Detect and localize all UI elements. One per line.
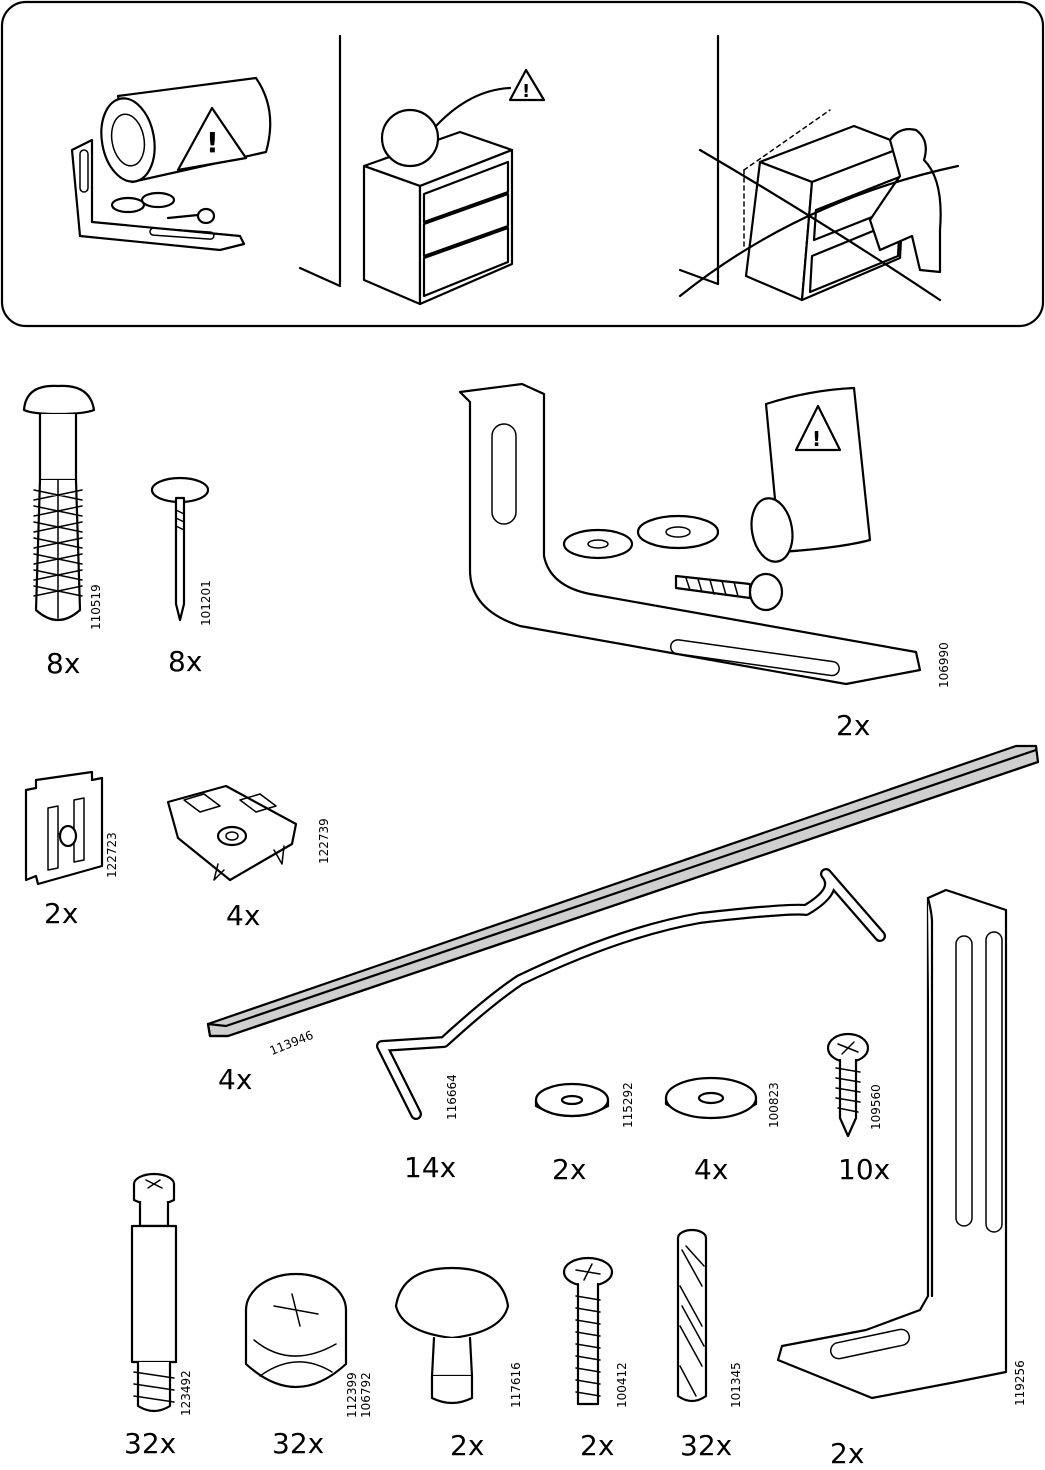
part-code: 101345 — [730, 1362, 742, 1408]
part-123492: 123492 32x — [110, 1166, 220, 1466]
part-code: 106990 — [938, 642, 950, 688]
part-quantity: 2x — [830, 1440, 864, 1468]
part-101201: 101201 8x — [140, 470, 240, 670]
part-quantity: 32x — [272, 1430, 324, 1458]
part-code: 117616 — [510, 1362, 522, 1408]
part-quantity: 4x — [218, 1066, 252, 1094]
part-quantity: 2x — [44, 900, 78, 928]
part-quantity: 8x — [168, 648, 202, 676]
part-quantity: 2x — [552, 1156, 586, 1184]
part-117616: 117616 2x — [392, 1262, 532, 1466]
warning-panel: ! ! — [0, 0, 1045, 330]
svg-text:!: ! — [206, 126, 219, 159]
part-quantity: 2x — [836, 712, 870, 740]
part-code: 119256 — [1014, 1360, 1026, 1406]
part-quantity: 32x — [680, 1432, 732, 1460]
part-119256: 119256 2x — [772, 886, 1042, 1466]
part-112399: 112399 106792 32x — [240, 1260, 380, 1466]
part-quantity: 2x — [450, 1432, 484, 1460]
svg-text:!: ! — [812, 427, 821, 451]
part-101345: 101345 32x — [660, 1226, 760, 1466]
part-106990: ! 106990 2x — [450, 380, 970, 750]
part-code: 115292 — [622, 1082, 634, 1128]
part-code: 112399 — [346, 1372, 358, 1418]
part-code-2: 106792 — [360, 1372, 372, 1418]
part-quantity: 32x — [124, 1430, 176, 1458]
part-100412: 100412 2x — [560, 1252, 650, 1466]
part-quantity: 14x — [404, 1154, 456, 1182]
part-code: 101201 — [200, 580, 212, 626]
part-code: 110519 — [90, 584, 102, 630]
part-code: 100412 — [616, 1362, 628, 1408]
part-code: 123492 — [180, 1370, 192, 1416]
part-110519: 110519 8x — [14, 380, 114, 670]
part-quantity: 8x — [46, 650, 80, 678]
part-115292: 115292 2x — [528, 1070, 648, 1190]
anchored-dresser-illustration: ! — [364, 70, 544, 304]
part-quantity: 4x — [694, 1156, 728, 1184]
wall-anchor-kit-illustration: ! — [72, 78, 270, 250]
part-code: 116664 — [446, 1074, 458, 1120]
tip-over-hazard-illustration — [680, 110, 958, 300]
part-code: 122723 — [106, 832, 118, 878]
part-quantity: 2x — [580, 1432, 614, 1460]
part-122723: 122723 2x — [18, 768, 128, 938]
svg-text:!: ! — [522, 81, 530, 102]
